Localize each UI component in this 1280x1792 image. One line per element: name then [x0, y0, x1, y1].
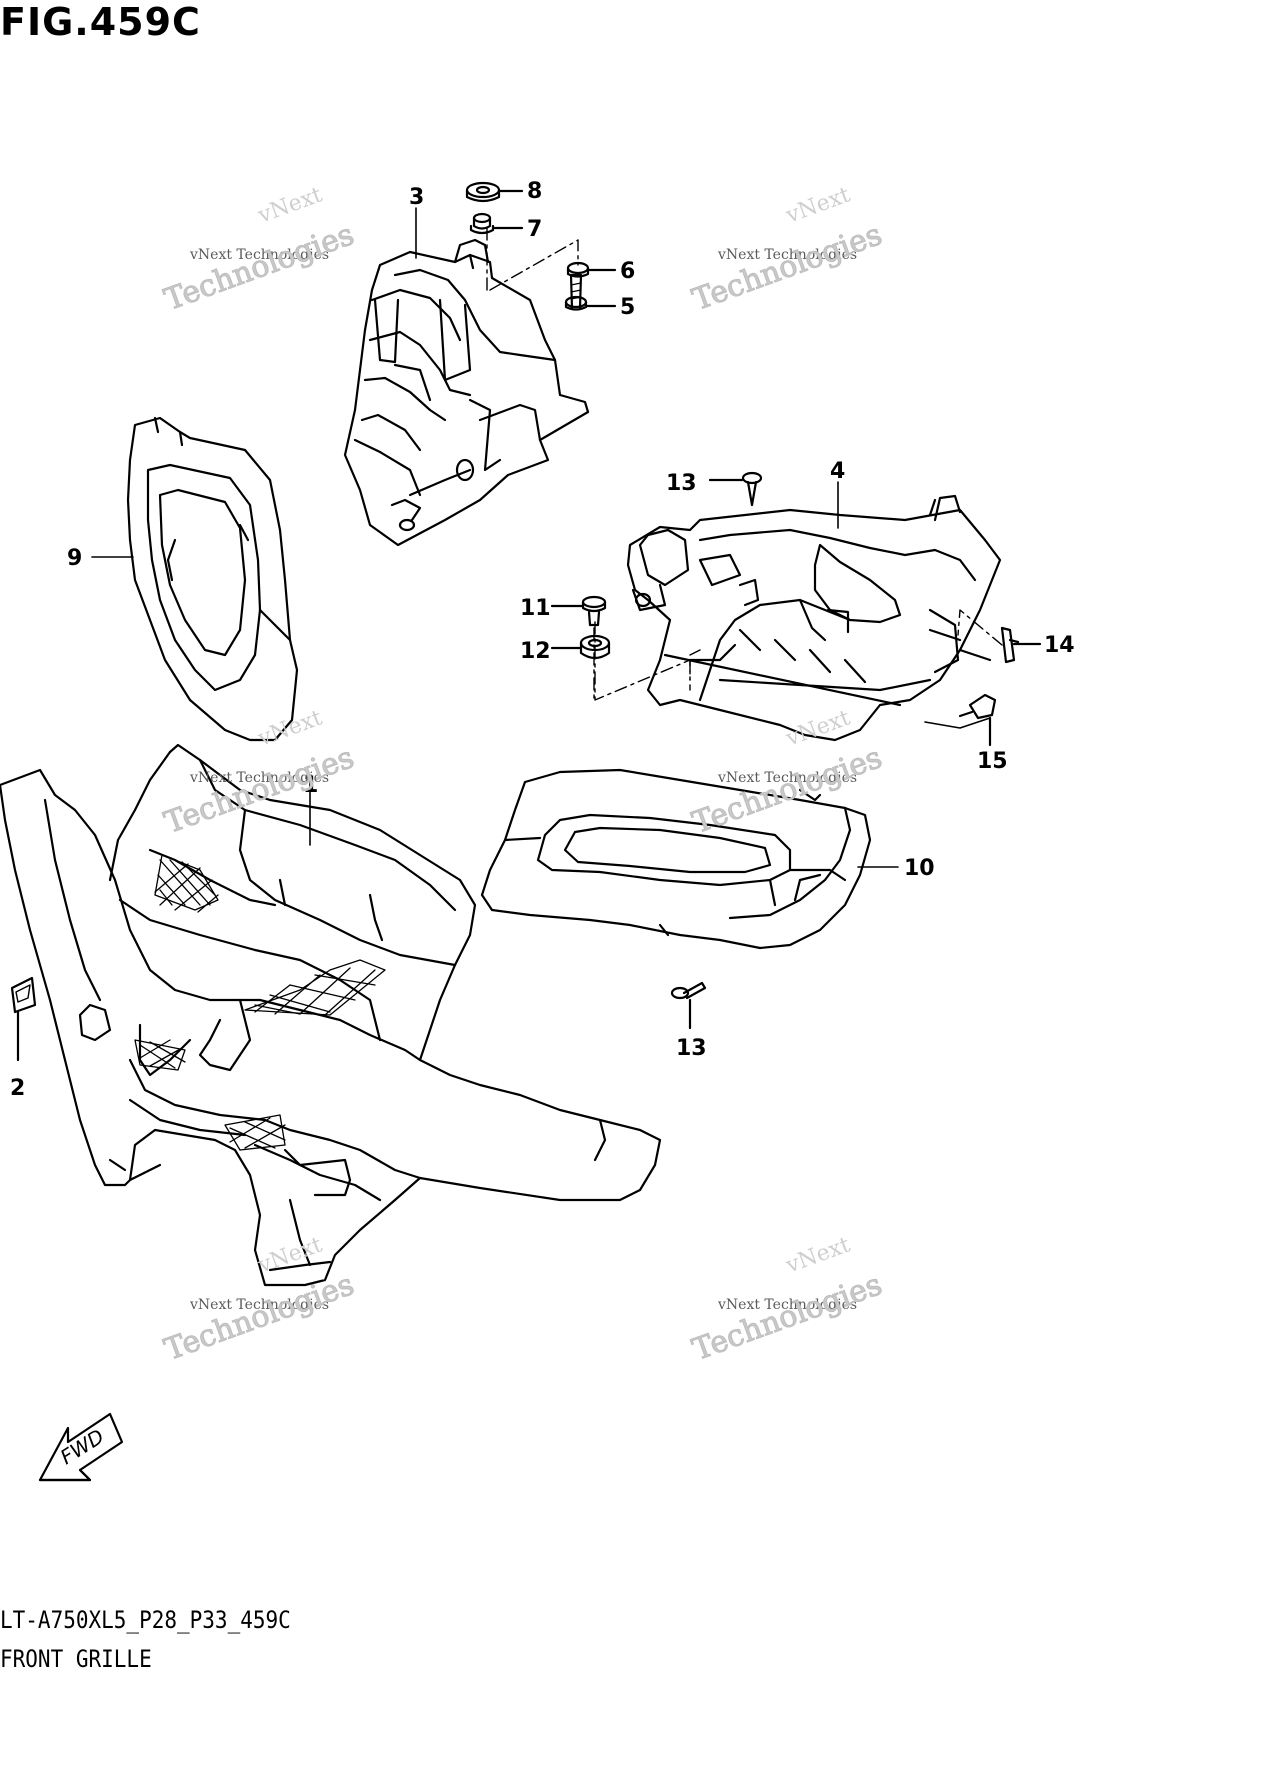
callout-2: 2 [10, 1076, 25, 1101]
hardware-11-bolt [550, 595, 607, 627]
callout-labels: 1 2 3 4 5 6 7 8 9 10 11 12 13 13 14 15 [10, 179, 1075, 1101]
callout-9: 9 [67, 546, 82, 571]
callout-14: 14 [1044, 633, 1075, 658]
part-10-right-bezel [480, 768, 872, 950]
callout-5: 5 [620, 295, 635, 320]
section-name: FRONT GRILLE [0, 1645, 152, 1673]
leader-lines [91, 207, 991, 868]
hardware-8-grommet [465, 181, 524, 203]
callout-13-upper: 13 [666, 471, 697, 496]
part-3-headlight-housing [343, 238, 590, 547]
hardware-6-nut [566, 261, 617, 278]
hardware-5-bolt [564, 273, 617, 311]
callout-11: 11 [520, 596, 551, 621]
callout-15: 15 [977, 749, 1008, 774]
dashed-reference-lines [486, 227, 1003, 701]
part-4-bracket-tray [626, 494, 1002, 742]
hardware-14-clip [1000, 626, 1042, 664]
callout-13-lower: 13 [676, 1036, 707, 1061]
hardware-15-rivet [958, 693, 997, 747]
callout-12: 12 [520, 639, 551, 664]
callout-4: 4 [830, 459, 845, 484]
part-9-bezel [126, 416, 299, 742]
callout-8: 8 [527, 179, 542, 204]
callout-3: 3 [409, 185, 424, 210]
callout-1: 1 [303, 773, 318, 798]
hardware-13-screw-lower [670, 981, 707, 1030]
hardware-7-collar [469, 212, 524, 235]
part-1-front-grille [0, 743, 662, 1287]
forward-direction-arrow: FWD [38, 1412, 124, 1482]
hardware-13-screw-upper [708, 471, 763, 507]
figure-title: FIG.459C [0, 0, 201, 44]
callout-10: 10 [904, 856, 935, 881]
callout-6: 6 [620, 259, 635, 284]
model-code: LT-A750XL5_P28_P33_459C [0, 1606, 291, 1634]
callout-7: 7 [527, 217, 542, 242]
hardware-12-grommet [550, 634, 611, 660]
part-2-emblem [10, 976, 37, 1062]
